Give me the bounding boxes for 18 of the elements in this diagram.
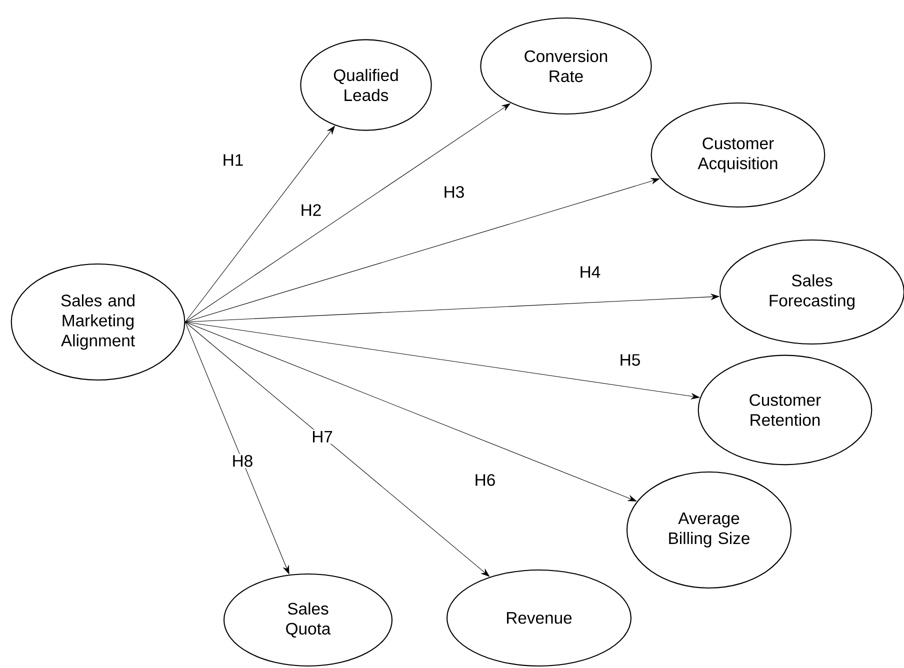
ellipse-node: Qualified Leads [300, 39, 432, 131]
ellipse-node: Revenue [446, 569, 632, 667]
ellipse-node: Average Billing Size [626, 471, 792, 589]
arrow [184, 322, 490, 577]
arrow [184, 322, 637, 502]
ellipse-node: Sales Quota [223, 573, 393, 667]
edge-label: H5 [618, 352, 642, 368]
edge-label: H2 [299, 202, 323, 218]
ellipse-node: Sales and Marketing Alignment [10, 263, 186, 381]
edge-label: H8 [230, 454, 254, 468]
ellipse-node: Conversion Rate [480, 17, 652, 115]
edge-label: H4 [578, 264, 602, 280]
ellipse-node: Customer Acquisition [650, 102, 826, 208]
edge-label: H3 [442, 184, 466, 200]
ellipse-node: Customer Retention [698, 354, 872, 466]
edge-label: H6 [473, 472, 497, 488]
edge-label: H1 [221, 152, 245, 168]
edge-label: H7 [310, 430, 334, 444]
